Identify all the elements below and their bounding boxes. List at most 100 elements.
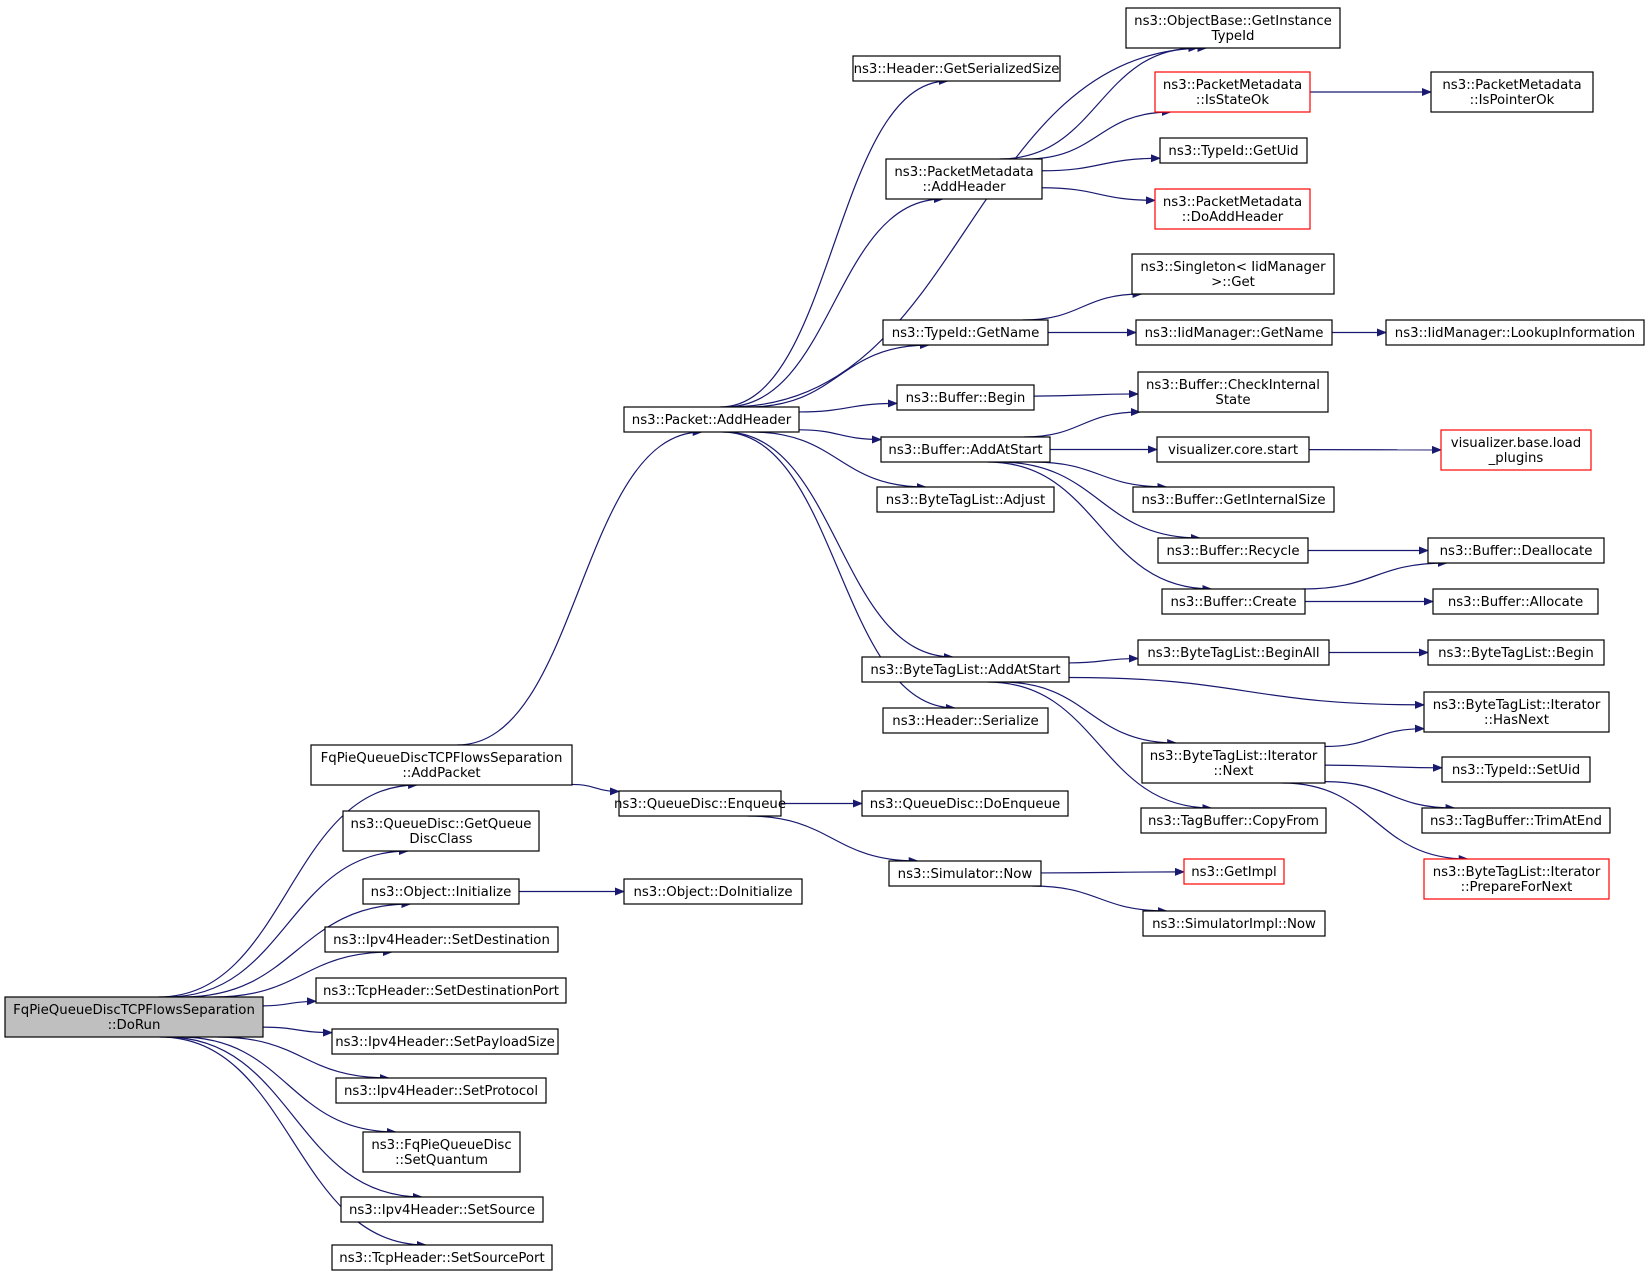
node-box[interactable]	[1430, 71, 1594, 113]
node-addpacket[interactable]: FqPieQueueDiscTCPFlowsSeparation::AddPac…	[310, 744, 573, 786]
node-singleton[interactable]: ns3::Singleton< IidManager>::Get	[1131, 253, 1335, 295]
node-box[interactable]	[1427, 537, 1605, 564]
node-doenqueue[interactable]: ns3::QueueDisc::DoEnqueue	[861, 790, 1069, 817]
node-box[interactable]	[1137, 639, 1330, 666]
node-dorun[interactable]: FqPieQueueDiscTCPFlowsSeparation::DoRun	[4, 996, 264, 1038]
node-box[interactable]	[1183, 858, 1285, 885]
node-isstateok[interactable]: ns3::PacketMetadata::IsStateOk	[1154, 71, 1311, 113]
node-pmaddheader[interactable]: ns3::PacketMetadata::AddHeader	[885, 158, 1043, 200]
node-iidgetname[interactable]: ns3::IidManager::GetName	[1135, 319, 1333, 346]
node-box[interactable]	[882, 707, 1049, 734]
node-box[interactable]	[888, 860, 1042, 887]
node-box[interactable]	[876, 486, 1055, 513]
node-getimpl[interactable]: ns3::GetImpl	[1183, 858, 1285, 885]
node-prepnext[interactable]: ns3::ByteTagList::Iterator::PrepareForNe…	[1423, 858, 1610, 900]
node-box[interactable]	[335, 1077, 547, 1104]
node-box[interactable]	[623, 878, 803, 905]
node-getinternalsize[interactable]: ns3::Buffer::GetInternalSize	[1132, 486, 1335, 513]
node-tidgetuid[interactable]: ns3::TypeId::GetUid	[1159, 137, 1308, 164]
node-box[interactable]	[1441, 756, 1591, 783]
node-box[interactable]	[861, 656, 1070, 683]
node-btladdatstart[interactable]: ns3::ByteTagList::AddAtStart	[861, 656, 1070, 683]
node-lookupinfo[interactable]: ns3::IidManager::LookupInformation	[1385, 319, 1645, 346]
node-alloc[interactable]: ns3::Buffer::Allocate	[1432, 588, 1599, 615]
node-setdestport[interactable]: ns3::TcpHeader::SetDestinationPort	[315, 977, 567, 1004]
node-box[interactable]	[1140, 807, 1327, 834]
node-box[interactable]	[4, 996, 264, 1038]
node-setsrcport[interactable]: ns3::TcpHeader::SetSourcePort	[331, 1244, 553, 1271]
node-box[interactable]	[1161, 588, 1306, 615]
node-hdrserialize[interactable]: ns3::Header::Serialize	[882, 707, 1049, 734]
node-setdest[interactable]: ns3::Ipv4Header::SetDestination	[324, 926, 559, 953]
node-box[interactable]	[1385, 319, 1645, 346]
node-recycle[interactable]: ns3::Buffer::Recycle	[1157, 537, 1309, 564]
node-box[interactable]	[1427, 639, 1605, 666]
node-box[interactable]	[362, 1131, 521, 1173]
node-itnext[interactable]: ns3::ByteTagList::Iterator::Next	[1141, 742, 1326, 784]
node-box[interactable]	[882, 319, 1049, 346]
node-box[interactable]	[1421, 807, 1611, 834]
node-trimatend[interactable]: ns3::TagBuffer::TrimAtEnd	[1421, 807, 1611, 834]
node-box[interactable]	[885, 158, 1043, 200]
node-btladjust[interactable]: ns3::ByteTagList::Adjust	[876, 486, 1055, 513]
node-setsource[interactable]: ns3::Ipv4Header::SetSource	[340, 1196, 544, 1223]
node-box[interactable]	[623, 406, 800, 433]
node-box[interactable]	[342, 810, 540, 852]
node-bufbegin[interactable]: ns3::Buffer::Begin	[896, 384, 1035, 411]
node-bufaddatstart[interactable]: ns3::Buffer::AddAtStart	[880, 436, 1051, 463]
node-box[interactable]	[1154, 188, 1311, 230]
node-box[interactable]	[618, 790, 782, 817]
node-setproto[interactable]: ns3::Ipv4Header::SetProtocol	[335, 1077, 547, 1104]
node-box[interactable]	[1157, 537, 1309, 564]
node-box[interactable]	[1159, 137, 1308, 164]
node-box[interactable]	[896, 384, 1035, 411]
node-bufcreate[interactable]: ns3::Buffer::Create	[1161, 588, 1306, 615]
node-tidgetname[interactable]: ns3::TypeId::GetName	[882, 319, 1049, 346]
node-box[interactable]	[331, 1244, 553, 1271]
node-tidsetuid[interactable]: ns3::TypeId::SetUid	[1441, 756, 1591, 783]
node-doaddheader[interactable]: ns3::PacketMetadata::DoAddHeader	[1154, 188, 1311, 230]
node-getserial[interactable]: ns3::Header::GetSerializedSize	[852, 55, 1061, 82]
node-box[interactable]	[1142, 910, 1326, 937]
node-simnow[interactable]: ns3::Simulator::Now	[888, 860, 1042, 887]
node-box[interactable]	[861, 790, 1069, 817]
node-box[interactable]	[1440, 429, 1592, 471]
node-box[interactable]	[1154, 71, 1311, 113]
node-box[interactable]	[1156, 436, 1310, 463]
node-box[interactable]	[880, 436, 1051, 463]
node-enqueue[interactable]: ns3::QueueDisc::Enqueue	[614, 790, 786, 817]
node-hasnext[interactable]: ns3::ByteTagList::Iterator::HasNext	[1423, 691, 1610, 733]
node-pktaddheader[interactable]: ns3::Packet::AddHeader	[623, 406, 800, 433]
node-box[interactable]	[362, 878, 520, 905]
node-box[interactable]	[1132, 486, 1335, 513]
node-dealloc[interactable]: ns3::Buffer::Deallocate	[1427, 537, 1605, 564]
node-simimplnow[interactable]: ns3::SimulatorImpl::Now	[1142, 910, 1326, 937]
node-box[interactable]	[340, 1196, 544, 1223]
node-setquantum[interactable]: ns3::FqPieQueueDisc::SetQuantum	[362, 1131, 521, 1173]
node-box[interactable]	[852, 55, 1061, 82]
node-loadplugins[interactable]: visualizer.base.load_plugins	[1440, 429, 1592, 471]
node-box[interactable]	[1141, 742, 1326, 784]
node-doinit[interactable]: ns3::Object::DoInitialize	[623, 878, 803, 905]
node-objinit[interactable]: ns3::Object::Initialize	[362, 878, 520, 905]
node-box[interactable]	[331, 1028, 559, 1055]
node-setpayload[interactable]: ns3::Ipv4Header::SetPayloadSize	[331, 1028, 559, 1055]
node-btlbegin[interactable]: ns3::ByteTagList::Begin	[1427, 639, 1605, 666]
node-box[interactable]	[324, 926, 559, 953]
node-box[interactable]	[1135, 319, 1333, 346]
node-box[interactable]	[1137, 371, 1329, 413]
node-box[interactable]	[1423, 691, 1610, 733]
node-beginall[interactable]: ns3::ByteTagList::BeginAll	[1137, 639, 1330, 666]
node-vizstart[interactable]: visualizer.core.start	[1156, 436, 1310, 463]
node-box[interactable]	[1432, 588, 1599, 615]
node-ispointerok[interactable]: ns3::PacketMetadata::IsPointerOk	[1430, 71, 1594, 113]
node-box[interactable]	[1131, 253, 1335, 295]
node-box[interactable]	[315, 977, 567, 1004]
node-box[interactable]	[1423, 858, 1610, 900]
node-copyfrom[interactable]: ns3::TagBuffer::CopyFrom	[1140, 807, 1327, 834]
node-box[interactable]	[1125, 7, 1341, 49]
node-box[interactable]	[310, 744, 573, 786]
